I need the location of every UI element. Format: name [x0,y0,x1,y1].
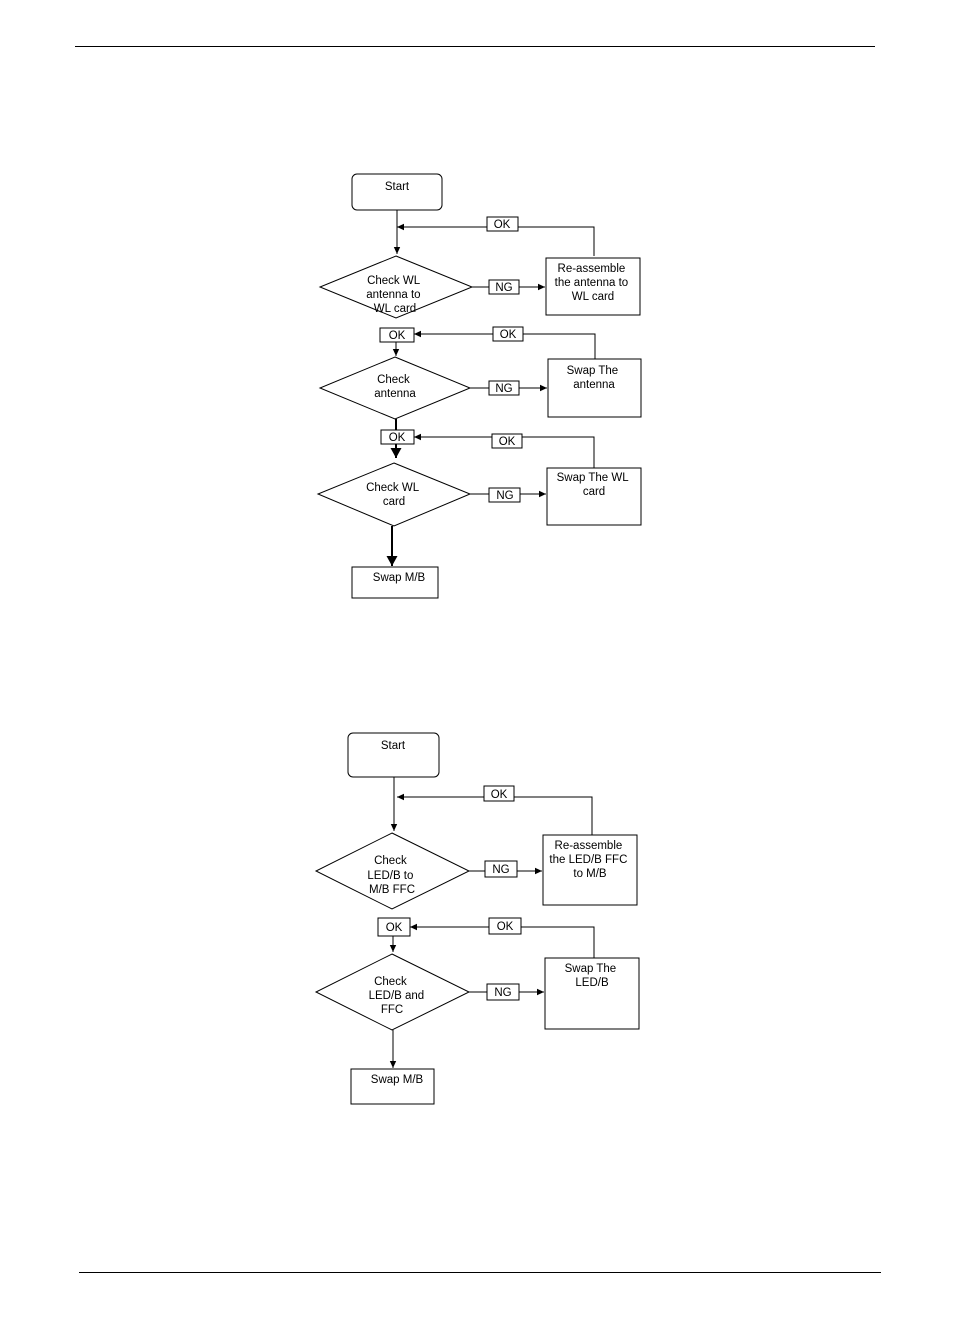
decision-text: LED/B to [367,870,413,882]
process-text: Re-assemble [555,840,623,852]
ng-label: NG [495,383,512,395]
process-text: antenna [573,379,615,391]
start-label: Start [381,740,406,752]
decision-text: LED/B and [369,990,425,1002]
decision-text: M/B FFC [369,884,415,896]
flowchart-led-board: Start OK Check LED/B to M/B FFC NG Re-as… [316,733,639,1104]
ok-label: OK [500,329,517,341]
process-text: the LED/B FFC [549,854,627,866]
decision-text: WL card [374,303,416,315]
decision-text: FFC [381,1004,403,1016]
ok-label: OK [389,432,406,444]
start-label: Start [385,181,410,193]
ok-label: OK [497,921,514,933]
flowchart-wireless: Start OK Check WL antenna to WL card NG … [318,174,641,598]
ng-label: NG [496,490,513,502]
ok-label: OK [386,922,403,934]
process-text: Swap M/B [373,572,426,584]
process-text: to M/B [573,868,607,880]
decision-text: Check WL [367,275,421,287]
decision-text: Check WL [366,482,420,494]
ok-label: OK [389,330,406,342]
decision-text: Check [377,374,410,386]
ok-label: OK [494,219,511,231]
svg-text:Check LED/B to M/B: Check LED/B to M/B FFC [367,855,416,896]
ng-label: NG [495,282,512,294]
process-text: LED/B [575,977,609,989]
ok-label: OK [491,789,508,801]
process-text: Swap The [565,963,617,975]
svg-text:Check WL antenna to: Check WL antenna to WL card [366,275,424,315]
decision-check-wl-card [318,463,470,526]
ng-label: NG [494,987,511,999]
decision-text: Check [374,855,407,867]
process-text: Swap The WL [557,472,630,484]
process-text: Re-assemble [558,263,626,275]
ng-label: NG [492,864,509,876]
decision-text: Check [374,976,407,988]
ok-label: OK [499,436,516,448]
process-text: card [583,486,605,498]
loop-connector [397,797,592,835]
process-text: WL card [572,291,614,303]
process-text: the antenna to [555,277,629,289]
process-text: Swap M/B [371,1074,424,1086]
process-text: Swap The [567,365,619,377]
decision-text: card [383,496,405,508]
decision-text: antenna to [366,289,420,301]
decision-text: antenna [374,388,416,400]
